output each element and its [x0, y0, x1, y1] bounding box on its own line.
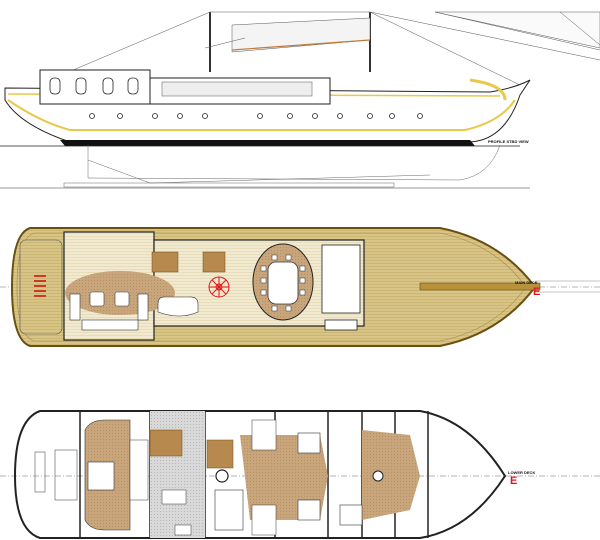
- saloon-sofas: [69, 291, 149, 331]
- aft-cushions: [34, 275, 46, 297]
- lazarette-hatch: [34, 451, 46, 493]
- bar-counter: [157, 296, 199, 317]
- lower-deck-plan: LOWER DECK E: [0, 410, 600, 539]
- bowsprit: [419, 282, 541, 291]
- guest-cabins: [240, 435, 328, 520]
- profile-view: PROFILE STBD VIEW: [0, 11, 600, 189]
- galley: [214, 489, 244, 531]
- helm-wheel: [208, 276, 230, 298]
- master-bed: [87, 461, 115, 491]
- pilothouse: [321, 244, 361, 314]
- rigging: [44, 11, 600, 86]
- lower-stairs: [149, 429, 183, 457]
- profile-label: PROFILE STBD VIEW: [488, 139, 529, 144]
- dining-table: [267, 261, 299, 305]
- guest-bed-stbd: [297, 499, 321, 521]
- deckhouse-windows: [49, 77, 139, 95]
- stairs-port: [151, 251, 179, 273]
- main-deck-label: MAIN DECK: [515, 280, 538, 285]
- guest-bed-port: [297, 432, 321, 454]
- forward-cabin: [362, 430, 420, 520]
- keel-outline: [87, 144, 501, 181]
- main-deck-plan: MAIN DECK E: [0, 227, 600, 347]
- centerline-mark: E: [533, 286, 540, 298]
- dining-chairs: [260, 254, 306, 312]
- boot-stripe: [60, 140, 475, 146]
- lower-deck-label: LOWER DECK: [508, 470, 535, 475]
- stairs-stbd: [202, 251, 226, 273]
- master-bathroom: [129, 439, 149, 501]
- lower-centerline-mark: E: [510, 475, 517, 487]
- portholes: [89, 113, 423, 119]
